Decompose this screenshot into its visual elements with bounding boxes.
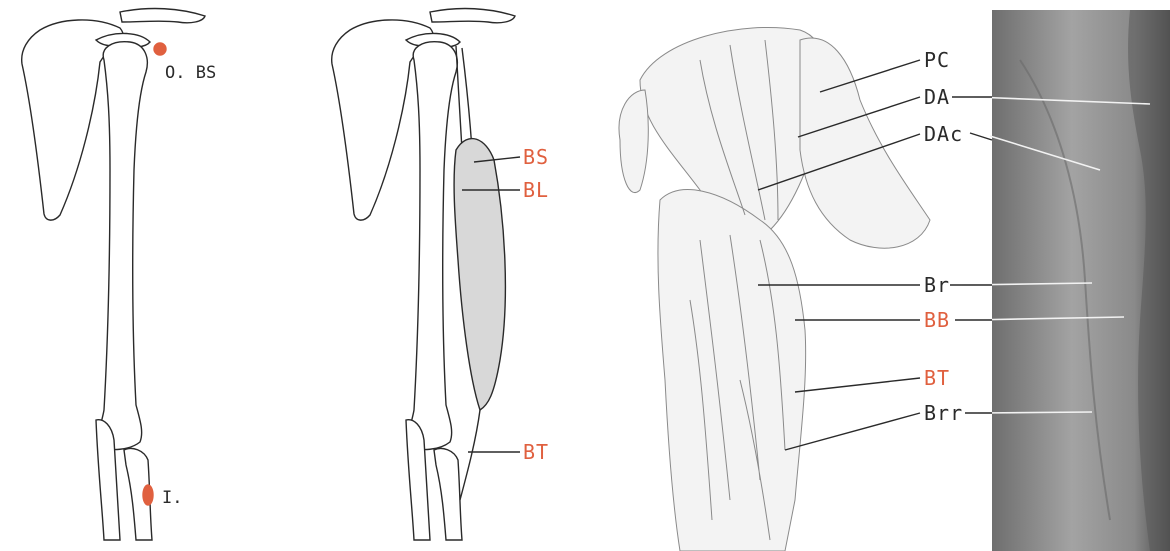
leader-line-brr — [785, 413, 920, 450]
clavicle-shape — [120, 9, 205, 23]
panel-photo — [992, 10, 1170, 551]
label-bt-muscle: BT — [924, 366, 950, 390]
label-pc: PC — [924, 48, 950, 72]
insertion-label: I. — [162, 488, 182, 508]
label-br: Br — [924, 273, 950, 297]
label-bs: BS — [523, 145, 549, 169]
panel-muscle-drawing — [619, 27, 930, 551]
humerus-shape — [409, 42, 458, 450]
origin-marker — [154, 43, 166, 55]
biceps-tendon-long — [456, 46, 462, 150]
biceps-tendon-distal — [460, 410, 480, 500]
origin-label: O. BS — [165, 63, 216, 83]
pectoral-muscle — [800, 38, 930, 248]
radius-shape — [434, 448, 462, 540]
panel-skeleton-biceps — [332, 9, 515, 540]
photo-leader-brr — [978, 412, 1092, 413]
biceps-tendon-short — [462, 48, 472, 150]
humerus-shape — [99, 42, 148, 450]
label-brr: Brr — [924, 401, 963, 425]
biceps-muscle — [454, 139, 505, 410]
clavicle-shape — [430, 9, 515, 23]
shoulder-muscles — [619, 90, 648, 193]
label-dac: DAc — [924, 122, 963, 146]
label-da: DA — [924, 85, 950, 109]
insertion-marker — [143, 485, 153, 505]
panel-skeleton-origin-insertion — [22, 9, 205, 540]
leader-line-bt — [795, 378, 920, 392]
label-bl: BL — [523, 178, 549, 202]
photo-leader-dac-stub — [970, 133, 992, 140]
label-bt: BT — [523, 440, 549, 464]
label-bb: BB — [924, 308, 950, 332]
